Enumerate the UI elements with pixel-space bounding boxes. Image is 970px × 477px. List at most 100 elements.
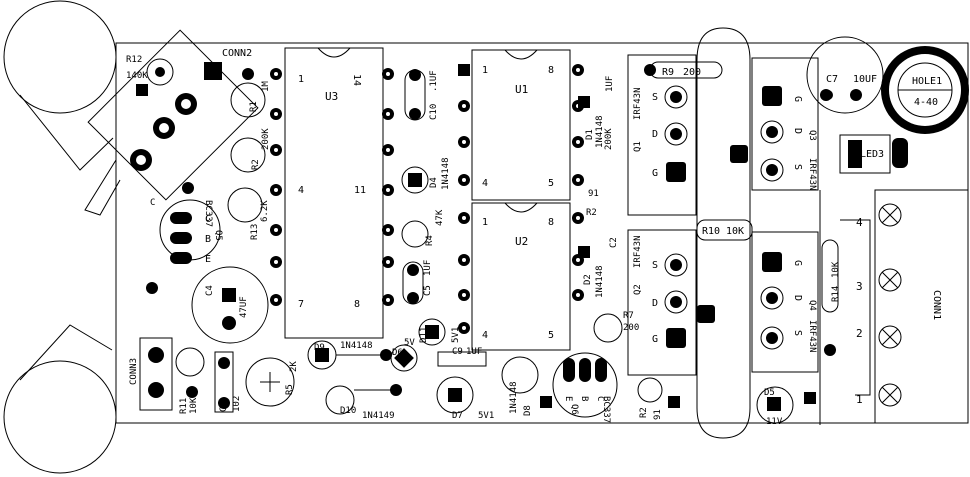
r2-ref: R2 bbox=[251, 159, 261, 170]
capacitor-c2: 1UF C2 bbox=[605, 76, 619, 248]
c7-ref: C7 bbox=[826, 74, 838, 85]
resistor-r4: R4 47K bbox=[401, 209, 445, 248]
hole-ref: HOLE1 bbox=[912, 76, 942, 87]
d9-ref: D9 bbox=[314, 343, 325, 353]
pin-label: 11 bbox=[354, 185, 366, 196]
conn1-pin-3: 3 bbox=[856, 280, 863, 293]
q5-ref: Q5 bbox=[213, 230, 223, 241]
r1-ref: R1 bbox=[249, 101, 259, 112]
r4-value: 47K bbox=[435, 209, 445, 226]
d8-ref: D8 bbox=[523, 405, 533, 416]
r2-value: 200K bbox=[261, 128, 271, 150]
q3-part: IRF43N bbox=[807, 158, 817, 191]
resistor-r2: R2 200K bbox=[230, 128, 271, 173]
q6-ref: Q6 bbox=[569, 404, 579, 415]
d6-value: 5V bbox=[404, 338, 415, 348]
r2-91-ref: R2 bbox=[639, 407, 649, 418]
conn3: CONN3 bbox=[129, 337, 173, 411]
transistor-q6: E B C Q6 BC337 bbox=[552, 352, 618, 423]
pin-label: 14 bbox=[351, 74, 362, 86]
diode-d2: D2 1N4148 bbox=[578, 246, 605, 298]
q3-pin-d: D bbox=[792, 128, 803, 134]
r9-ref: R10 bbox=[702, 226, 720, 237]
c9-value: 1UF bbox=[466, 347, 482, 357]
pin-label: 8 bbox=[548, 217, 554, 228]
c10-value: .1UF bbox=[429, 70, 439, 92]
q4-part: IRF43N bbox=[807, 320, 817, 353]
r4-ref: R4 bbox=[425, 235, 435, 246]
resistor-r2-91: R2 91 bbox=[637, 377, 680, 420]
mosfet-q2: S D G Q2 IRF43N bbox=[627, 229, 697, 376]
center-pad-bottom bbox=[697, 305, 715, 323]
pin-label: 5 bbox=[548, 330, 554, 341]
q1-pin-g: G bbox=[652, 168, 658, 179]
diode-d10: D10 1N4149 bbox=[325, 384, 402, 421]
center-pad-top bbox=[730, 145, 748, 163]
q3-pin-s: S bbox=[792, 164, 803, 170]
d6-ref: D6 bbox=[392, 348, 403, 358]
c4-value: 47UF bbox=[239, 296, 249, 318]
d8-value: 1N4148 bbox=[509, 381, 519, 414]
diode-d9: D9 1N4148 bbox=[307, 340, 392, 370]
pin-label: 5 bbox=[548, 178, 554, 189]
r13-value: 10K bbox=[831, 261, 841, 278]
current-path-outline bbox=[696, 27, 751, 439]
q2-pin-s: S bbox=[652, 260, 658, 271]
r14-ref: R2 bbox=[586, 208, 597, 218]
pin-label: 1 bbox=[482, 65, 488, 76]
q1-ref: Q1 bbox=[633, 141, 643, 152]
ic-u1-ref: U1 bbox=[515, 83, 528, 96]
diode-d1: D1 1N4148 bbox=[578, 96, 605, 148]
c1-ref: C1 bbox=[219, 401, 229, 412]
misc-label-c: C bbox=[150, 198, 155, 208]
resistor-r14: R2 91 bbox=[586, 189, 599, 218]
c2-ref: C2 bbox=[609, 237, 619, 248]
c7-value: 10UF bbox=[853, 74, 877, 85]
diode-d6: D6 5V bbox=[390, 338, 418, 372]
d4-ref: D4 bbox=[429, 177, 439, 188]
conn3-ref: CONN3 bbox=[129, 358, 139, 385]
hole-size: 4-40 bbox=[914, 97, 938, 108]
d5-value: 11V bbox=[766, 417, 783, 427]
d10-value: 1N4149 bbox=[362, 411, 395, 421]
d2-ref: D2 bbox=[583, 274, 593, 285]
r7-value: 200 bbox=[623, 323, 639, 333]
mounting-hole: HOLE1 4-40 bbox=[881, 46, 969, 134]
d1-value: 1N4148 bbox=[595, 115, 605, 148]
c5-value: 1UF bbox=[423, 260, 433, 276]
q2-pin-d: D bbox=[652, 298, 658, 309]
ic-u2: U2 1 8 4 5 bbox=[471, 202, 571, 351]
board-outline bbox=[3, 0, 969, 474]
led3-ref: LED3 bbox=[860, 149, 884, 160]
q6-pin-e: E bbox=[563, 396, 573, 401]
q6-part: BC337 bbox=[601, 396, 611, 423]
conn1-pin-2: 2 bbox=[856, 327, 863, 340]
r12-value: 6.2K bbox=[260, 200, 270, 222]
q4-pin-d: D bbox=[792, 295, 803, 301]
q2-pin-g: G bbox=[652, 334, 658, 345]
ic-u2-ref: U2 bbox=[515, 235, 528, 248]
capacitor-c4: C4 47UF bbox=[191, 266, 269, 344]
mosfet-q1: S D G Q1 IRF43N bbox=[627, 54, 697, 216]
r13-ref: R14 bbox=[831, 286, 841, 302]
resistor-r11: R12 140K bbox=[126, 55, 174, 96]
d11-value: 5V1 bbox=[451, 327, 461, 343]
q4-pin-g: G bbox=[792, 260, 803, 266]
capacitor-c9: C9 1UF bbox=[437, 347, 487, 367]
c10-ref: C10 bbox=[429, 104, 439, 120]
pin-label: 4 bbox=[482, 330, 488, 341]
r5-ref: R5 bbox=[285, 384, 295, 395]
ic-u3: U3 1 14 4 11 7 8 bbox=[284, 47, 384, 339]
q1-pin-s: S bbox=[652, 92, 658, 103]
resistor-r13: R14 10K bbox=[821, 239, 841, 356]
pin-label: 1 bbox=[482, 217, 488, 228]
conn1-pin-1: 1 bbox=[856, 393, 863, 406]
conn2-ref: CONN2 bbox=[222, 48, 252, 59]
c2-value: 1UF bbox=[605, 76, 615, 92]
r11-value: 140K bbox=[126, 71, 148, 81]
r8-value: 200 bbox=[683, 67, 701, 78]
r10-value: 10K bbox=[189, 397, 199, 414]
conn1-pin-4: 4 bbox=[856, 216, 863, 229]
q2-part: IRF43N bbox=[633, 235, 643, 268]
